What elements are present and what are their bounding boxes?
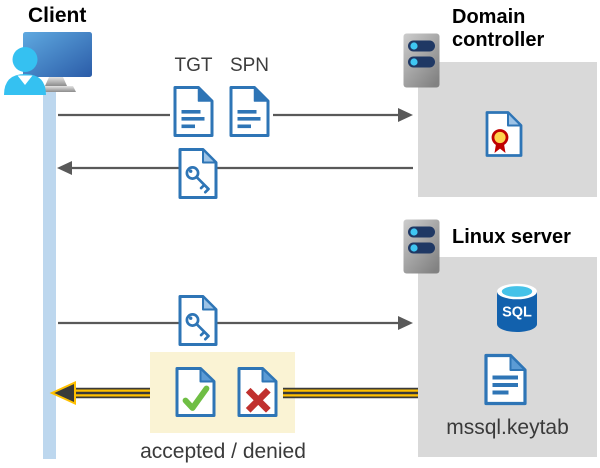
sql-icon-label: SQL <box>502 305 532 321</box>
domain-controller-server-icon <box>403 33 440 88</box>
client-timeline-bar <box>43 92 56 459</box>
arrow-ticket-response <box>57 161 413 175</box>
arrow-service-request <box>58 316 413 330</box>
keytab-filename-label: mssql.keytab <box>446 416 569 439</box>
keytab-document-icon <box>484 353 527 406</box>
sql-database-icon: SQL <box>497 283 537 332</box>
domain-controller-label: Domain controller <box>452 6 545 51</box>
certificate-document-icon <box>485 111 523 157</box>
client-label: Client <box>28 4 87 27</box>
tgt-label: TGT <box>174 55 213 76</box>
denied-document-icon <box>237 367 278 417</box>
client-user-computer-icon <box>4 32 92 95</box>
result-label: accepted / denied <box>140 440 306 463</box>
key-document-icon-bottom <box>178 295 218 346</box>
spn-label: SPN <box>229 55 270 76</box>
linux-server-icon <box>403 219 440 274</box>
linux-server-label: Linux server <box>452 226 571 248</box>
spn-document-icon <box>229 86 270 137</box>
tgt-document-icon <box>173 86 214 137</box>
key-document-icon-top <box>178 148 218 199</box>
accepted-document-icon <box>175 367 216 417</box>
